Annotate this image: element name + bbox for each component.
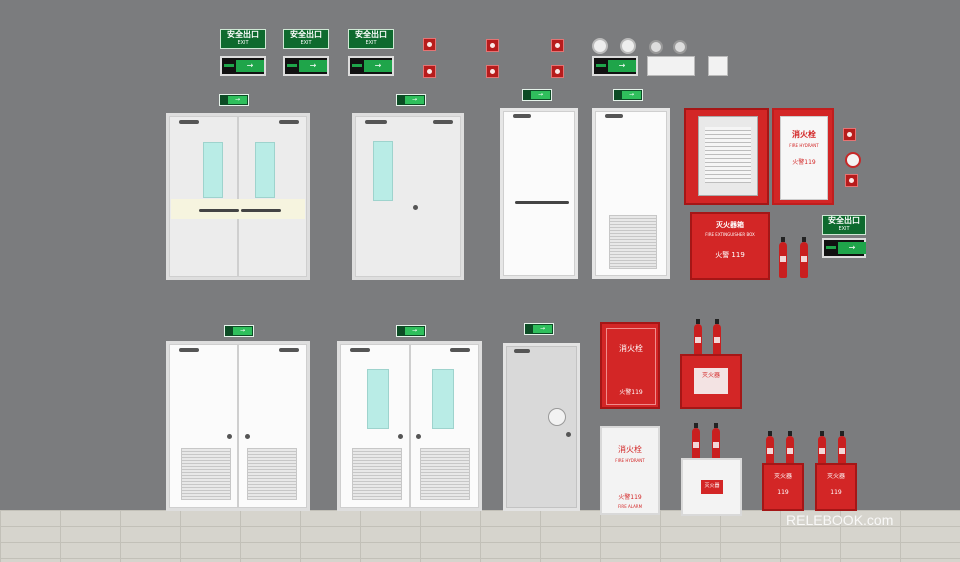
fire-hydrant-cabinet-white: 消火栓 FIRE HYDRANT 火警119 FIRE ALARM [600, 426, 660, 515]
door-exit-sign: → [396, 325, 426, 337]
exit-arrow-sign: → [220, 56, 266, 76]
double-door-glass-louver [337, 341, 482, 511]
fire-extinguisher [838, 431, 846, 466]
alarm-button [551, 65, 564, 78]
ext-box-alarm: 火警 119 [715, 251, 745, 259]
door-louver [609, 215, 657, 269]
exit-arrow-icon: → [236, 60, 264, 72]
panic-bar [199, 209, 239, 212]
door-closer [179, 120, 199, 124]
alarm-button [423, 65, 436, 78]
ext-box-label-cn: 灭火器箱 [716, 221, 744, 229]
door-louver [181, 448, 231, 500]
door-exit-sign: → [522, 89, 552, 101]
fire-extinguisher [713, 319, 721, 356]
emergency-light [590, 36, 638, 56]
single-door-panic-bar [500, 108, 578, 279]
hydrant-alarm: 火警119 [792, 159, 816, 166]
extinguisher-stand: 灭火器 119 [815, 463, 857, 511]
fire-extinguisher [779, 237, 787, 278]
exit-sign-en: EXIT [365, 40, 377, 46]
exit-arrow-sign: → [348, 56, 394, 76]
light-switch [708, 56, 728, 76]
fire-hydrant-cabinet-open [684, 108, 769, 205]
door-exit-sign: → [396, 94, 426, 106]
double-door-louver [166, 341, 310, 511]
door-handle [245, 434, 250, 439]
door-exit-sign: → [219, 94, 249, 106]
exit-arrow-sign: → [592, 56, 638, 76]
exit-arrow-icon: → [608, 60, 636, 72]
door-louver [247, 448, 297, 500]
alarm-button [486, 65, 499, 78]
door-exit-sign: → [613, 89, 643, 101]
smoke-detector [845, 152, 861, 168]
exit-arrow-icon: → [364, 60, 392, 72]
alarm-button [843, 128, 856, 141]
panic-bar [241, 209, 281, 212]
exit-sign-large: 安全出口 EXIT [283, 29, 329, 49]
door-handle [227, 434, 232, 439]
door-closer [279, 120, 299, 124]
hydrant-label-en: FIRE HYDRANT [789, 143, 819, 148]
door-glass [373, 141, 393, 201]
double-fire-door-glass-panic [166, 113, 310, 280]
exit-sign-en: EXIT [300, 40, 312, 46]
ext-box-label-en: FIRE EXTINGUISHER BOX [705, 232, 755, 237]
door-exit-sign: → [224, 325, 254, 337]
fire-extinguisher [800, 237, 808, 278]
alarm-button [486, 39, 499, 52]
fire-hydrant-cabinet: 消火栓 FIRE HYDRANT 火警119 [772, 108, 834, 205]
door-glass [255, 142, 275, 198]
door-closer [513, 114, 531, 118]
exit-sign-en: EXIT [237, 40, 249, 46]
fire-hydrant-cabinet-red: 消火栓 火警119 [600, 322, 660, 409]
fire-extinguisher [818, 431, 826, 466]
fire-extinguisher [712, 423, 720, 462]
door-handle [413, 205, 418, 210]
hydrant-label-cn: 消火栓 [792, 130, 816, 139]
exit-sign-cn: 安全出口 [227, 30, 259, 39]
door-glass [203, 142, 223, 198]
exit-arrow-icon: → [299, 60, 327, 72]
hose-reel [705, 127, 751, 183]
exit-sign-large: 安全出口 EXIT [220, 29, 266, 49]
alarm-button [551, 39, 564, 52]
exit-arrow-sign: → [822, 238, 866, 258]
tile-floor [0, 510, 960, 562]
door-closer [365, 120, 387, 124]
emergency-light-box [647, 56, 695, 76]
extinguisher-box-white: 灭火器 [681, 458, 742, 516]
fire-extinguisher [766, 431, 774, 466]
door-exit-sign: → [524, 323, 554, 335]
extinguisher-box: 灭火器 [680, 354, 742, 409]
door-closer [605, 114, 623, 118]
door-viewer [548, 408, 566, 426]
extinguisher-box: 灭火器箱 FIRE EXTINGUISHER BOX 火警 119 [690, 212, 770, 280]
single-grey-door [503, 343, 580, 511]
single-fire-door-glass [352, 113, 464, 280]
exit-arrow-sign: → [283, 56, 329, 76]
fire-extinguisher [692, 423, 700, 462]
exit-sign-large: 安全出口 EXIT [348, 29, 394, 49]
alarm-button [845, 174, 858, 187]
exit-sign-cn: 安全出口 [290, 30, 322, 39]
single-door-louver [592, 108, 670, 279]
extinguisher-stand: 灭火器 119 [762, 463, 804, 511]
panic-bar [515, 201, 569, 204]
watermark: RELEBOOK.com [786, 512, 894, 528]
door-closer [433, 120, 453, 124]
alarm-button [423, 38, 436, 51]
exit-sign-cn: 安全出口 [355, 30, 387, 39]
exit-sign-large: 安全出口 EXIT [822, 215, 866, 235]
emergency-light [647, 38, 693, 56]
fire-extinguisher [694, 319, 702, 356]
fire-extinguisher [786, 431, 794, 466]
